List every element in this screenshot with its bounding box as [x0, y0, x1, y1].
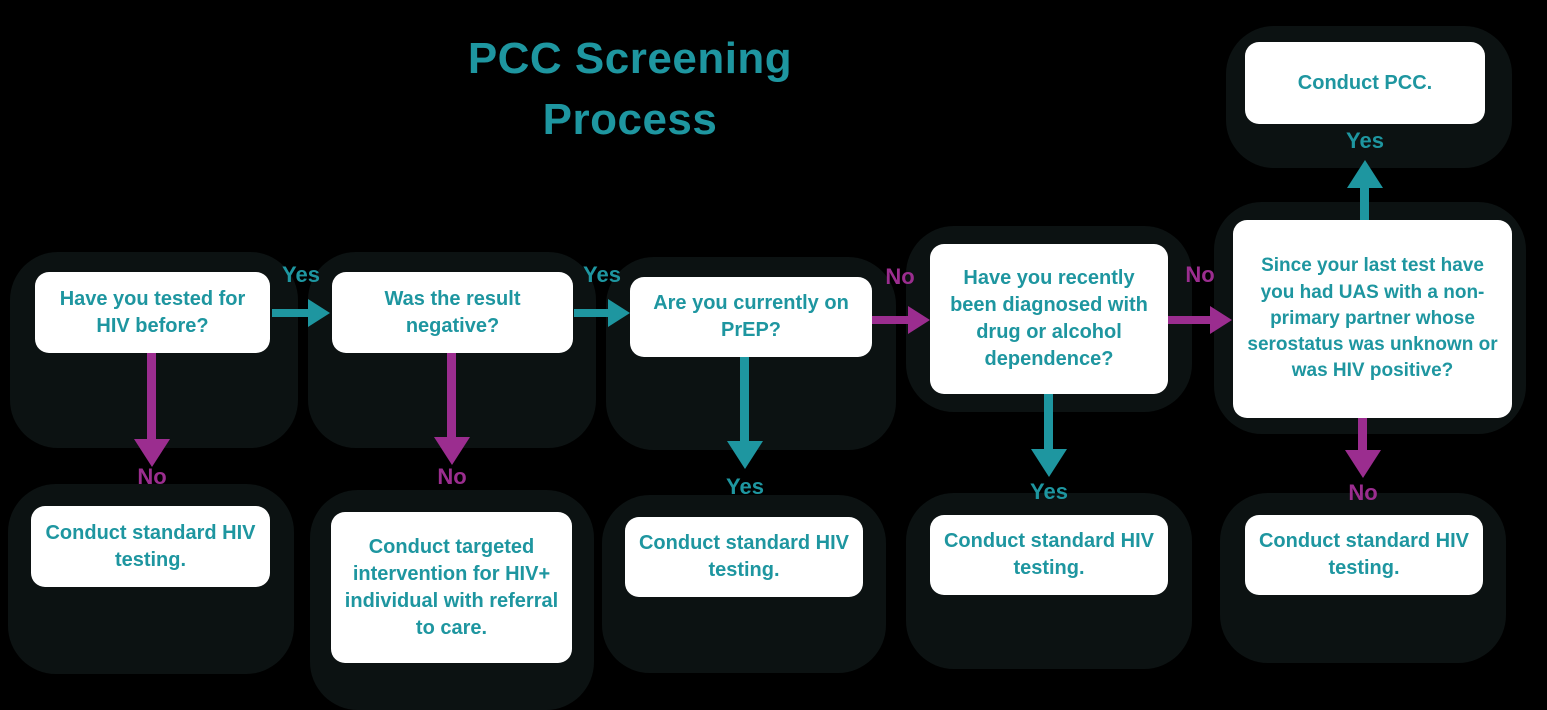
arrowhead-right-icon — [908, 306, 930, 334]
arrow-shaft — [147, 353, 156, 443]
page-title: PCC Screening Process — [380, 28, 880, 150]
arrow-shaft — [1358, 418, 1367, 454]
outcome-text-5: Conduct standard HIV testing. — [1258, 530, 1469, 579]
branch-label-no-3: No — [885, 264, 915, 289]
arrow-down-q4 — [1031, 394, 1067, 477]
page-title-line-2: Process — [542, 95, 718, 144]
arrowhead-down-icon — [1345, 450, 1381, 478]
outcome-node-3: Conduct standard HIV testing. — [625, 517, 863, 597]
page-title-line-1: PCC Screening — [467, 34, 793, 83]
question-node-5: Since your last test have you had UAS wi… — [1233, 220, 1512, 418]
branch-label-yes-2: Yes — [583, 262, 621, 287]
question-node-1: Have you tested for HIV before? — [35, 272, 270, 353]
arrowhead-right-icon — [308, 299, 330, 327]
arrowhead-down-icon — [134, 439, 170, 467]
branch-label-down-no-5: No — [1348, 480, 1378, 505]
question-node-4: Have you recently been diagnosed with dr… — [930, 244, 1168, 394]
arrow-down-q2 — [434, 353, 470, 465]
arrowhead-down-icon — [1031, 449, 1067, 477]
outcome-node-4: Conduct standard HIV testing. — [930, 515, 1168, 595]
arrow-shaft — [1360, 184, 1369, 220]
arrow-shaft — [1044, 394, 1053, 453]
arrow-right-q1-q2 — [272, 299, 330, 327]
arrow-shaft — [574, 309, 614, 317]
outcome-text-4: Conduct standard HIV testing. — [943, 530, 1154, 579]
arrow-down-q1 — [134, 353, 170, 467]
arrowhead-right-icon — [608, 299, 630, 327]
branch-label-down-no-2: No — [437, 464, 467, 489]
arrow-shaft — [1168, 316, 1216, 324]
outcome-node-5: Conduct standard HIV testing. — [1245, 515, 1483, 595]
branch-label-yes-1: Yes — [282, 262, 320, 287]
arrowhead-down-icon — [434, 437, 470, 465]
arrow-up-q5 — [1347, 160, 1383, 220]
conduct-pcc-node: Conduct PCC. — [1245, 42, 1485, 124]
branch-label-up-yes-5: Yes — [1346, 128, 1384, 153]
outcome-node-1: Conduct standard HIV testing. — [31, 506, 270, 587]
branch-label-down-no-1: No — [137, 464, 167, 489]
branch-label-no-4: No — [1185, 262, 1215, 287]
arrow-right-q2-q3 — [574, 299, 630, 327]
arrowhead-right-icon — [1210, 306, 1232, 334]
arrow-shaft — [272, 309, 314, 317]
question-text-4: Have you recently been diagnosed with dr… — [950, 267, 1148, 370]
arrow-shaft — [447, 353, 456, 441]
question-node-2: Was the result negative? — [332, 272, 573, 353]
question-node-3: Are you currently on PrEP? — [630, 277, 872, 357]
branch-label-down-yes-3: Yes — [726, 474, 764, 499]
outcome-text-2: Conduct targeted intervention for HIV+ i… — [344, 535, 559, 639]
arrow-shaft — [872, 316, 914, 324]
arrowhead-up-icon — [1347, 160, 1383, 188]
question-text-2: Was the result negative? — [384, 287, 521, 337]
branch-label-down-yes-4: Yes — [1030, 479, 1068, 504]
arrow-right-q4-q5 — [1168, 306, 1232, 334]
outcome-text-3: Conduct standard HIV testing. — [638, 532, 849, 581]
arrow-down-q5 — [1345, 418, 1381, 478]
outcome-text-1: Conduct standard HIV testing. — [45, 521, 256, 571]
question-text-5: Since your last test have you had UAS wi… — [1247, 255, 1498, 382]
question-text-1: Have you tested for HIV before? — [59, 287, 246, 337]
outcome-node-2: Conduct targeted intervention for HIV+ i… — [331, 512, 572, 663]
question-text-3: Are you currently on PrEP? — [653, 292, 849, 341]
arrow-shaft — [740, 357, 749, 445]
conduct-pcc-text: Conduct PCC. — [1297, 71, 1433, 94]
arrow-right-q3-q4 — [872, 306, 930, 334]
arrow-down-q3 — [727, 357, 763, 469]
arrowhead-down-icon — [727, 441, 763, 469]
